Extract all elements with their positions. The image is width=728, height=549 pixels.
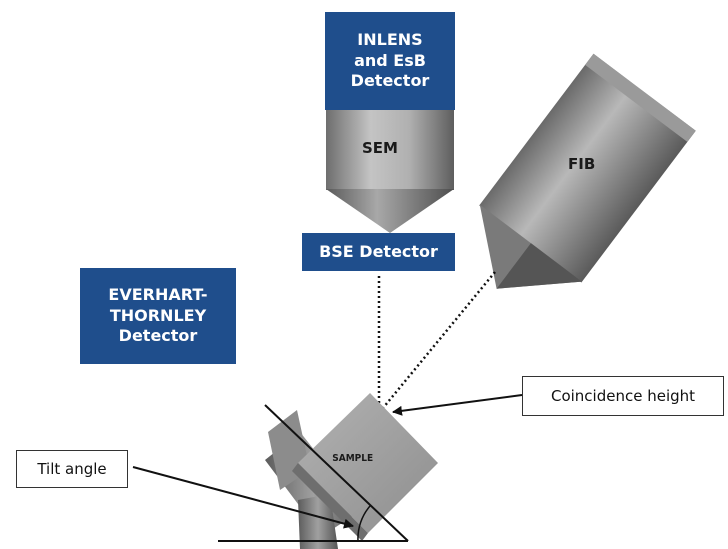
sample-label: SAMPLE [332, 453, 374, 464]
everhart-thornley-line-2: THORNLEY [109, 305, 207, 325]
bse-detector-box: BSE Detector [302, 233, 455, 271]
everhart-thornley-detector-box: EVERHART- THORNLEY Detector [80, 268, 236, 364]
coincidence-height-arrow [392, 394, 523, 416]
fib-beam-path [382, 271, 496, 409]
tilt-angle-arc [357, 505, 371, 542]
inlens-detector-line-3: Detector [350, 71, 430, 91]
bse-detector-label: BSE Detector [319, 241, 438, 261]
everhart-thornley-line-1: EVERHART- [108, 285, 208, 305]
inlens-esb-detector-box: INLENS and EsB Detector [325, 12, 455, 110]
fib-column [479, 53, 696, 289]
inlens-detector-line-1: INLENS [357, 30, 423, 50]
tilt-angle-callout: Tilt angle [16, 450, 128, 488]
sem-column [326, 108, 454, 233]
coincidence-height-callout: Coincidence height [522, 376, 724, 416]
sem-label: SEM [362, 139, 398, 157]
tilt-angle-arrow [132, 466, 354, 529]
sample-tilt-line [264, 404, 409, 542]
fib-label: FIB [568, 155, 596, 173]
inlens-detector-line-2: and EsB [354, 50, 426, 70]
everhart-thornley-line-3: Detector [118, 326, 198, 346]
